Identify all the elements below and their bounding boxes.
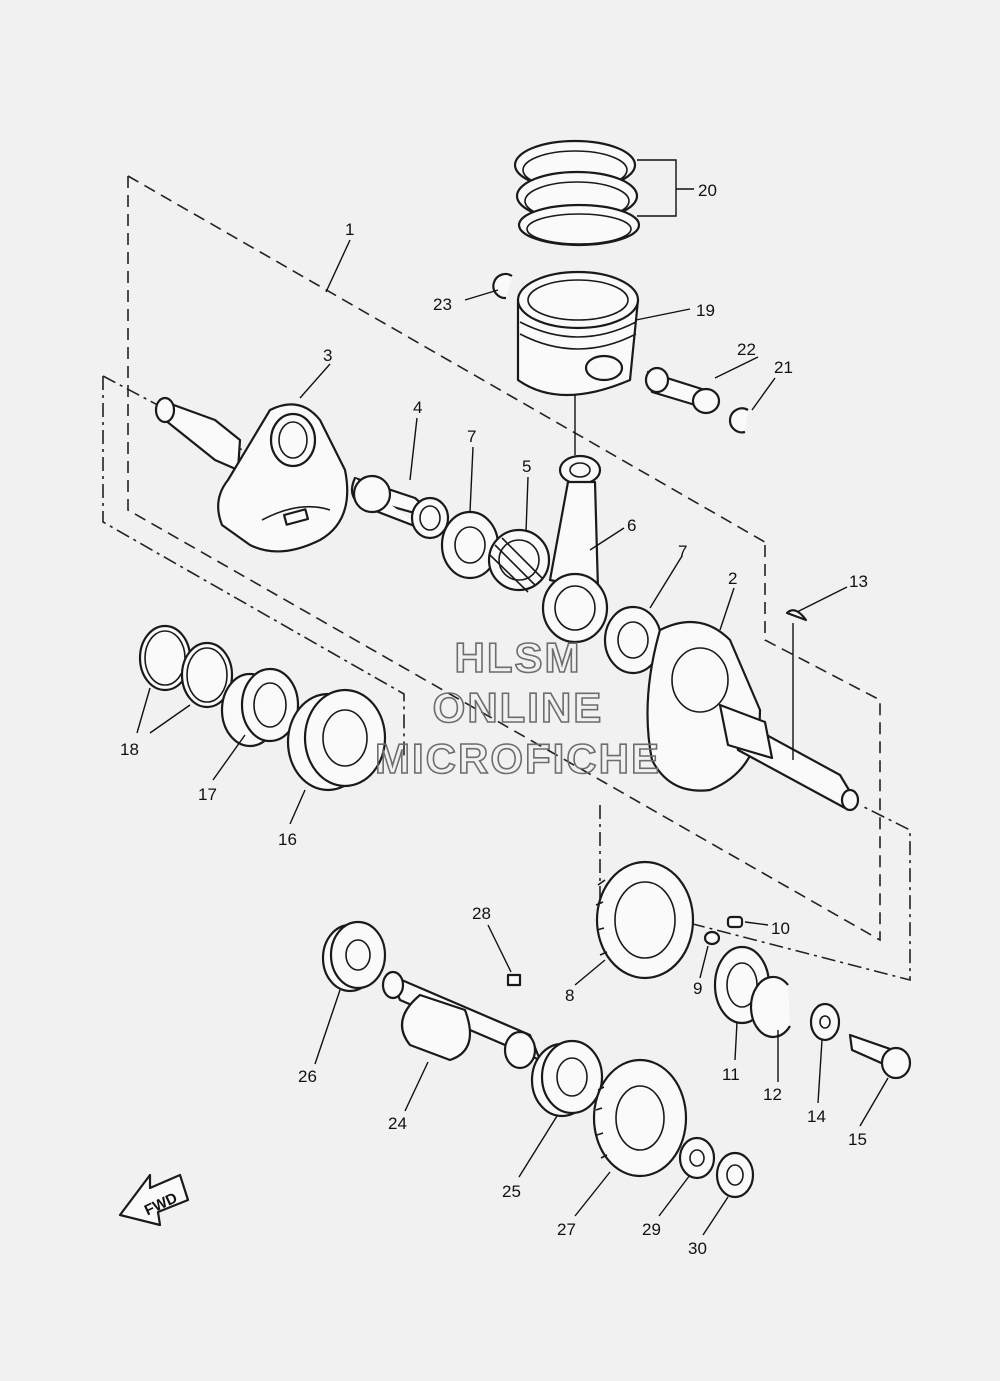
crankshaft-assembly-boundary [127,176,881,942]
watermark-line-1: HLSM [455,634,582,681]
washer [809,1002,841,1042]
callout-1: 1 [345,220,354,239]
callout-7a: 7 [467,427,476,446]
callout-23: 23 [433,295,452,314]
callout-numbers: 1 2 3 4 5 6 7 7 8 9 10 11 12 13 14 15 16… [120,181,868,1258]
callout-15: 15 [848,1130,867,1149]
callout-19: 19 [696,301,715,320]
needle-bearing [487,528,551,593]
callout-27: 27 [557,1220,576,1239]
callout-10: 10 [771,919,790,938]
balancer-bearing-right [530,1039,604,1118]
watermark: HLSM ONLINE MICROFICHE [374,633,661,783]
plunger [726,915,744,929]
lock-washer [678,1136,716,1180]
callout-8: 8 [565,986,574,1005]
right-crank-web [646,620,860,812]
nut [715,1151,755,1199]
crank-pin [350,474,450,540]
spring [703,930,721,946]
bolt [848,1033,912,1080]
piston-pin [644,366,721,415]
callout-7b: 7 [678,542,687,561]
leader-lines [136,159,889,1236]
balancer-driven-gear [592,1058,688,1178]
balancer-bearing-left [321,920,387,993]
piston-ring-set [513,139,641,247]
connecting-rod [541,395,609,644]
piston-pin-clip-left [492,272,513,300]
watermark-line-3: MICROFICHE [375,735,661,782]
callout-20: 20 [698,181,717,200]
callout-30: 30 [688,1239,707,1258]
callout-16: 16 [278,830,297,849]
callout-21: 21 [774,358,793,377]
piston-pin-clip-right [728,407,749,434]
callout-28: 28 [472,904,491,923]
callout-18: 18 [120,740,139,759]
callout-14: 14 [807,1107,826,1126]
callout-2: 2 [728,569,737,588]
crank-drive-gear [595,860,695,980]
callout-29: 29 [642,1220,661,1239]
callout-6: 6 [627,516,636,535]
callout-25: 25 [502,1182,521,1201]
callout-9: 9 [693,979,702,998]
left-crank-web [154,396,349,553]
woodruff-key [785,609,808,622]
callout-5: 5 [522,457,531,476]
piston [516,270,640,397]
forward-direction-arrow: FWD [118,1173,190,1227]
o-rings [138,624,234,709]
callout-11: 11 [722,1065,740,1084]
callout-24: 24 [388,1114,407,1133]
callout-22: 22 [737,340,756,359]
callout-4: 4 [413,398,422,417]
left-bearing-boundary [102,376,405,758]
circlip [749,975,791,1039]
balancer-key [506,973,522,987]
balancer-shaft [381,970,542,1070]
right-gear-boundary [599,804,911,982]
callout-26: 26 [298,1067,317,1086]
callout-3: 3 [323,346,332,365]
callout-17: 17 [198,785,217,804]
crankshaft-seal [220,667,300,748]
watermark-line-2: ONLINE [433,684,604,731]
callout-12: 12 [763,1085,782,1104]
callout-13: 13 [849,572,868,591]
crankshaft-bearing-left [286,688,387,792]
boundary-top-edge [127,175,771,546]
